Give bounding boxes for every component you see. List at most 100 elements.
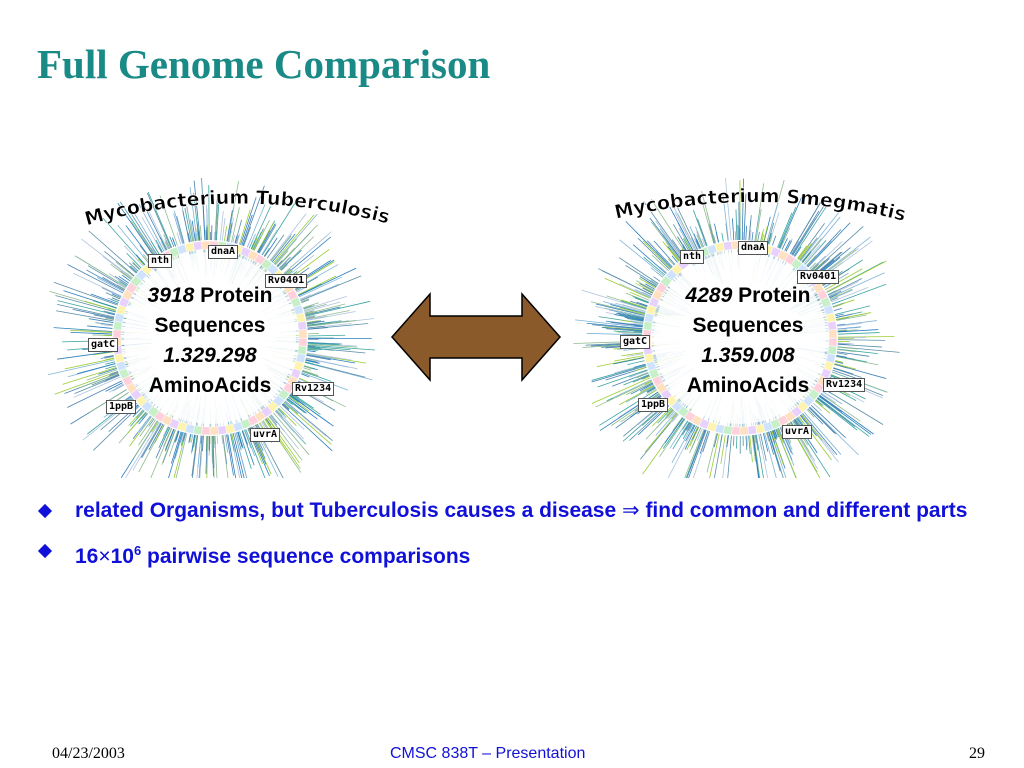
gene-label: nth	[148, 254, 173, 268]
genome-spike	[751, 435, 756, 462]
genome-spike	[617, 312, 645, 319]
genome-spike	[138, 204, 165, 252]
genome-spike	[746, 435, 749, 447]
genome-spike	[809, 406, 837, 435]
genome-spike	[246, 204, 266, 248]
genome-spike	[781, 237, 788, 250]
genome-spike	[75, 255, 127, 288]
genome-spike	[70, 331, 113, 335]
genome-spike	[592, 324, 643, 330]
genome-spike	[110, 299, 119, 303]
genome-spike	[833, 307, 842, 312]
genome-spike	[289, 394, 334, 427]
genome-spike	[130, 220, 156, 257]
genome-spike	[757, 231, 760, 242]
genome-spike	[632, 244, 667, 274]
genome-spike	[303, 295, 347, 310]
genome-spike	[659, 418, 686, 458]
genome-spike	[273, 412, 310, 456]
genome-spike	[702, 431, 710, 452]
genome-spike	[266, 234, 285, 259]
protein-label: Protein	[732, 284, 811, 307]
genome-spike	[798, 416, 832, 461]
genome-map-smegmatis: Mycobacterium Smegmatis nth dnaA Rv0401 …	[570, 178, 950, 478]
genome-spike	[91, 373, 120, 386]
genome-spike	[639, 277, 656, 289]
genome-spike	[67, 380, 123, 408]
genome-spike	[601, 327, 643, 331]
genome-spike	[290, 393, 321, 415]
genome-spike	[103, 310, 116, 315]
genome-spike	[818, 395, 872, 435]
genome-spike	[837, 322, 862, 327]
genome-spike	[754, 208, 761, 242]
genome-spike	[105, 382, 123, 392]
genome-spike	[148, 418, 155, 427]
genome-spike	[306, 320, 325, 325]
genome-map-tuberculosis: Mycobacterium Tuberculosis nth dnaA Rv04…	[40, 178, 420, 478]
genome-spike	[306, 310, 350, 320]
genome-spike	[586, 332, 643, 336]
genome-spike	[621, 352, 644, 357]
genome-spike	[802, 253, 811, 263]
genome-spike	[191, 435, 198, 477]
genome-spike	[820, 392, 836, 404]
genome-spike	[112, 384, 125, 392]
genome-spike	[270, 235, 292, 262]
genome-spike	[190, 434, 194, 443]
genome-spike	[284, 401, 327, 437]
genome-spike	[278, 407, 297, 427]
svg-text:Mycobacterium Smegmatis: Mycobacterium Smegmatis	[612, 185, 908, 226]
genome-spike	[642, 291, 652, 297]
genome-spike	[827, 290, 837, 296]
genome-spike	[93, 314, 114, 320]
genome-spike	[682, 422, 691, 436]
genome-spike	[159, 195, 178, 246]
genome-spike	[599, 389, 657, 426]
genome-spike	[743, 193, 747, 241]
genome-spike	[732, 218, 735, 241]
genome-spike	[114, 275, 129, 285]
genome-spike	[129, 267, 137, 274]
genome-spike	[104, 355, 114, 358]
gene-label: Rv1234	[823, 378, 866, 392]
genome-spike	[748, 435, 751, 455]
genome-spike	[837, 332, 880, 335]
genome-spike	[252, 231, 262, 250]
genome-spike	[613, 379, 652, 399]
genome-spike	[307, 348, 318, 351]
genome-spike	[297, 275, 337, 296]
genome-spike	[216, 435, 219, 445]
genome-spike	[231, 433, 243, 478]
genome-spike	[184, 207, 192, 242]
genome-spike	[227, 434, 237, 478]
genome-spike	[270, 234, 292, 262]
genome-spike	[836, 356, 879, 366]
genome-spike	[696, 231, 704, 248]
genome-spike	[302, 370, 332, 382]
genome-spike	[175, 430, 180, 442]
genome-spike	[108, 273, 128, 286]
genome-spike	[150, 428, 173, 478]
genome-spike	[215, 232, 218, 241]
genome-spike	[104, 250, 135, 277]
genome-spike	[790, 241, 800, 255]
genome-spike	[819, 395, 843, 413]
genome-spike	[804, 245, 822, 265]
genome-spike	[815, 399, 824, 406]
genome-spike	[762, 226, 768, 243]
genome-segment	[755, 423, 766, 434]
genome-spike	[821, 391, 832, 398]
genome-spike	[659, 266, 668, 274]
genome-spike	[630, 300, 648, 308]
genome-spike	[797, 417, 805, 427]
genome-spike	[148, 423, 164, 451]
genome-spike	[687, 423, 693, 431]
genome-stats: 3918 Protein Sequences 1.329.298 AminoAc…	[120, 281, 300, 401]
genome-spike	[613, 357, 645, 365]
organism-name: Mycobacterium Tuberculosis	[82, 186, 392, 230]
genome-spike	[307, 342, 342, 345]
genome-spike	[180, 432, 185, 445]
genome-spike	[221, 435, 224, 444]
genome-spike	[199, 435, 204, 478]
